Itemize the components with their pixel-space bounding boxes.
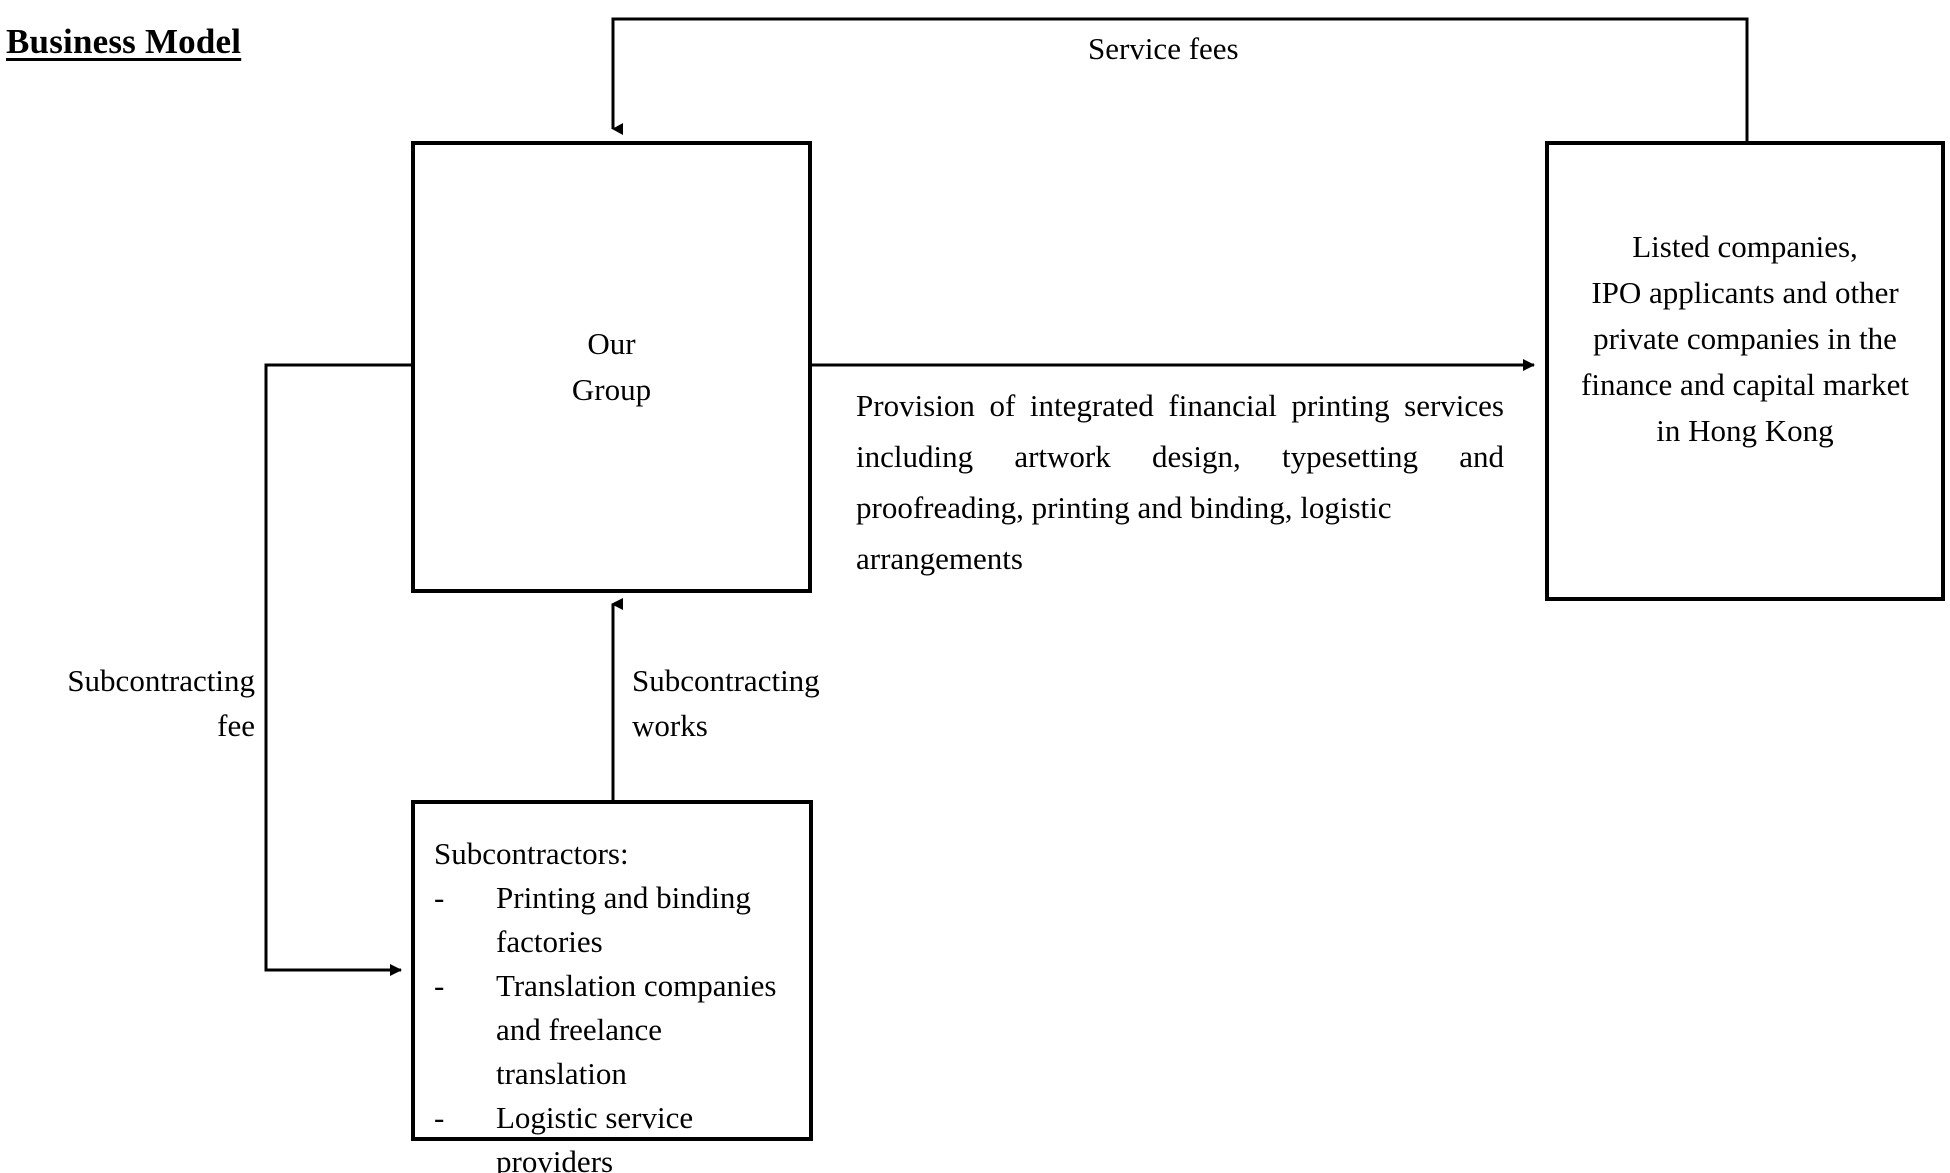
list-item: - Printing and binding factories [434, 876, 794, 964]
subcontracting-works-line-2: works [632, 708, 708, 743]
subcontracting-works-line-1: Subcontracting [632, 663, 820, 698]
clients-label: Listed companies, IPO applicants and oth… [1549, 224, 1941, 454]
provision-text-last: arrangements [856, 541, 1023, 576]
our-group-label: Our Group [415, 321, 808, 413]
list-item: - Logistic service providers [434, 1096, 794, 1173]
subcontracting-fee-line-1: Subcontracting [67, 663, 255, 698]
clients-line-2: IPO applicants and other [1591, 275, 1899, 310]
list-item-label: Translation companies and freelance tran… [496, 968, 777, 1091]
list-item-label: Printing and binding factories [496, 880, 751, 959]
edge-label-provision-of-services: Provision of integrated financial printi… [856, 380, 1504, 584]
clients-line-1: Listed companies, [1632, 229, 1858, 264]
clients-line-5: in Hong Kong [1656, 413, 1834, 448]
bullet-dash-icon: - [434, 880, 445, 915]
edge-label-subcontracting-fee: Subcontracting fee [5, 658, 255, 748]
node-clients[interactable]: Listed companies, IPO applicants and oth… [1545, 141, 1945, 601]
subcontracting-fee-line-2: fee [217, 708, 255, 743]
page-title: Business Model [6, 22, 242, 61]
clients-line-3: private companies in the [1593, 321, 1897, 356]
clients-line-4: finance and capital market [1581, 367, 1909, 402]
edge-subcontracting-fee [264, 363, 411, 976]
edge-label-subcontracting-works: Subcontracting works [632, 658, 862, 748]
our-group-line-2: Group [571, 372, 652, 407]
list-item-label: Logistic service providers [496, 1100, 694, 1173]
provision-text: Provision of integrated financial printi… [856, 388, 1504, 525]
list-item: - Translation companies and freelance tr… [434, 964, 794, 1096]
node-subcontractors[interactable]: Subcontractors: - Printing and binding f… [411, 800, 813, 1173]
subcontractors-list: - Printing and binding factories - Trans… [434, 876, 794, 1173]
subcontractors-heading: Subcontractors: [434, 836, 629, 871]
edge-label-service-fees: Service fees [1088, 31, 1239, 66]
bullet-dash-icon: - [434, 968, 445, 1003]
our-group-line-1: Our [587, 326, 636, 361]
node-our-group[interactable]: Our Group [411, 141, 812, 593]
bullet-dash-icon: - [434, 1100, 445, 1135]
